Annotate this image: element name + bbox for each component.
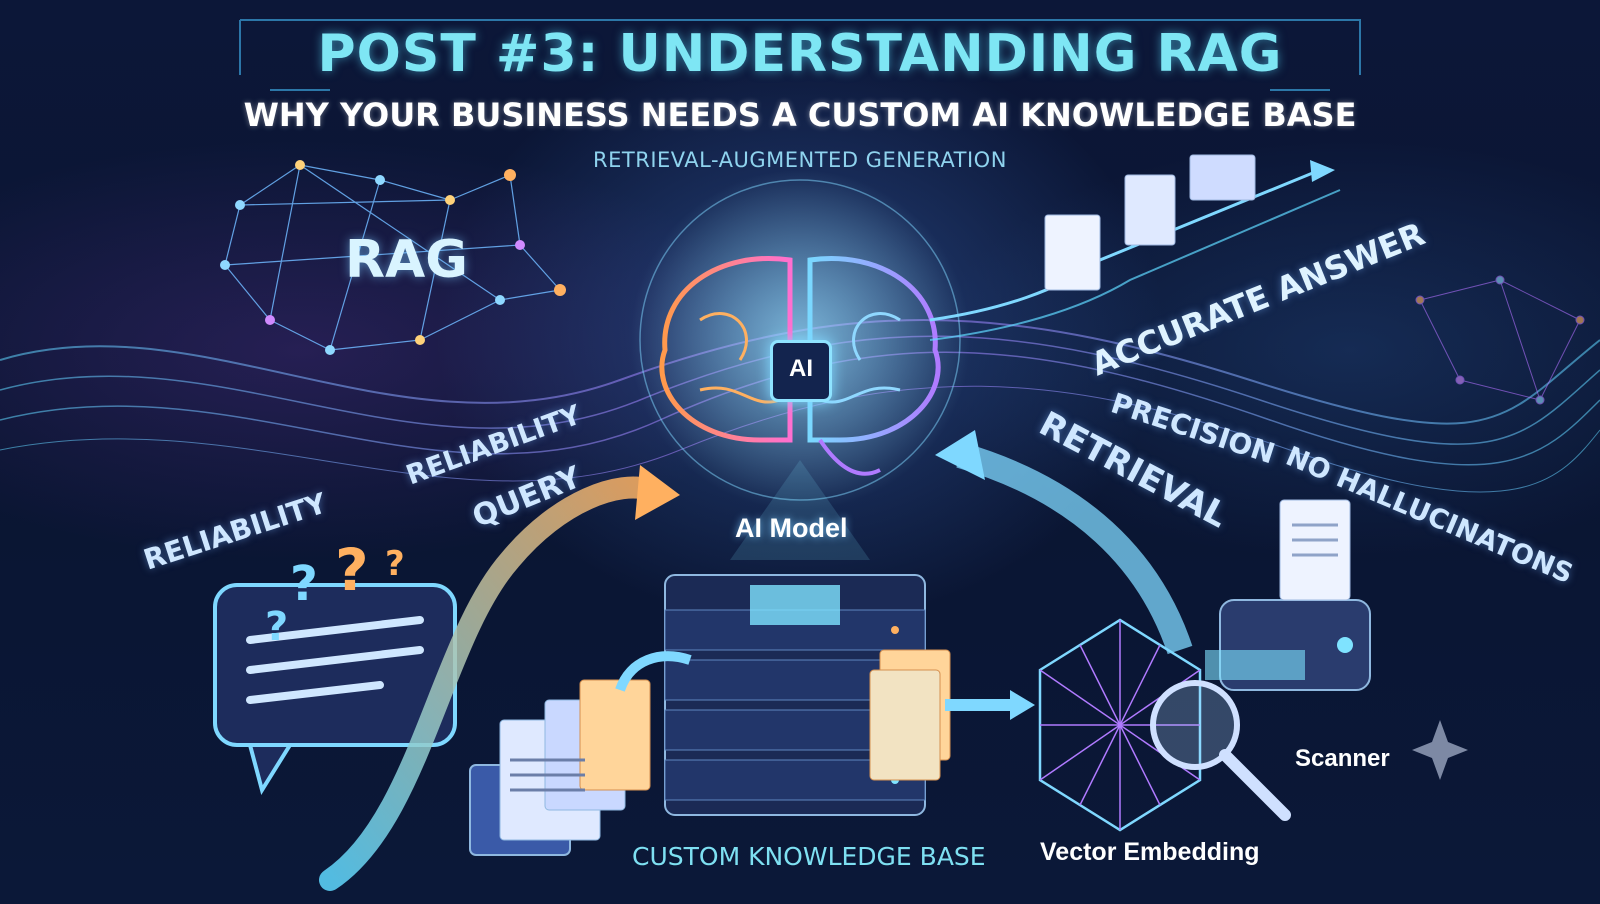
neural-network-icon: [224, 164, 561, 351]
svg-text:?: ?: [335, 536, 369, 604]
custom-knowledge-base-label: CUSTOM KNOWLEDGE BASE: [632, 842, 986, 871]
vector-embedding-label: Vector Embedding: [1040, 838, 1260, 866]
query-arrow-icon: [319, 476, 661, 891]
svg-text:?: ?: [385, 544, 405, 584]
chat-bubble-icon: [213, 583, 457, 795]
scanner-icon: [1205, 499, 1371, 691]
neural-network-right: [1415, 275, 1585, 405]
document-icon: [469, 679, 651, 856]
ai-model-label: AI Model: [735, 513, 848, 543]
brain-icon: [659, 256, 941, 476]
scanner-label: Scanner: [1295, 745, 1390, 772]
svg-text:?: ?: [265, 604, 288, 650]
retrieval-arrow-icon: [956, 442, 1193, 655]
svg-text:?: ?: [290, 556, 318, 612]
page-subtitle: WHY YOUR BUSINESS NEEDS A CUSTOM AI KNOW…: [243, 96, 1357, 134]
magnifier-icon: [1150, 680, 1291, 821]
query-arrowhead-icon: [635, 465, 680, 520]
ingest-arrow-icon: [615, 651, 692, 692]
network-nodes: [220, 160, 566, 355]
page-title: POST #3: UNDERSTANDING RAG: [317, 24, 1283, 84]
answer-path-icon: [929, 154, 1341, 341]
title-frame: [239, 19, 1361, 91]
ai-chip-badge: AI: [770, 340, 832, 402]
sparkle-icon: [1412, 720, 1468, 780]
question-mark-icon: ? ? ? ?: [265, 536, 405, 650]
tagline: RETRIEVAL-AUGMENTED GENERATION: [593, 148, 1007, 172]
rag-label: RAG: [345, 230, 468, 290]
document-stack-right-icon: [869, 649, 951, 781]
